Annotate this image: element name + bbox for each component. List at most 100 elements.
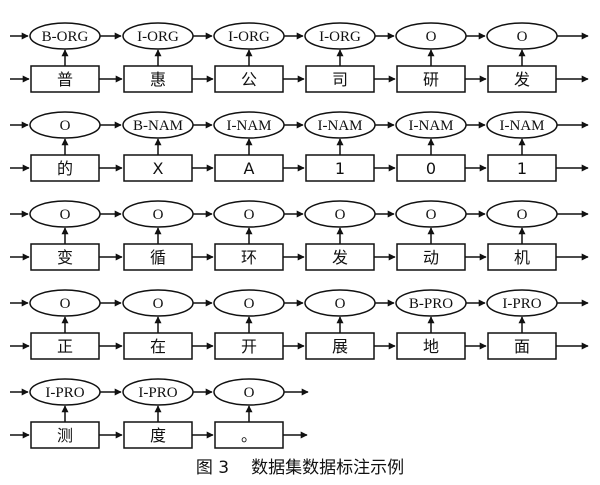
token-box [305,65,375,93]
tag-node [486,289,558,317]
token-label: 司 [332,70,348,89]
tag-label: B-NAM [133,118,183,134]
token-label: 1 [517,159,527,178]
token-box [214,243,284,271]
tag-label: O [244,207,255,223]
token-label: 发 [332,248,348,267]
tag-node [304,200,376,228]
token-box [487,332,557,360]
tag-node [486,111,558,139]
tag-node [122,378,194,406]
tag-label: I-NAM [500,118,545,134]
tag-label: B-ORG [42,29,89,45]
token-label: A [244,159,255,178]
token-box [214,65,284,93]
tag-node [213,200,285,228]
token-label: 环 [241,248,257,267]
tag-node [486,22,558,50]
token-label: 发 [514,70,530,89]
token-label: 度 [150,426,166,445]
tag-node [122,200,194,228]
token-box [123,421,193,449]
token-label: 的 [57,159,73,178]
token-label: X [153,159,164,178]
token-box [396,65,466,93]
token-label: 在 [150,337,166,356]
token-box [396,243,466,271]
tag-label: I-ORG [137,29,179,45]
tag-label: I-ORG [319,29,361,45]
tag-label: I-NAM [318,118,363,134]
token-label: 变 [57,248,73,267]
token-box [30,243,100,271]
token-box [305,154,375,182]
caption-title: 数据集数据标注示例 [251,457,405,478]
annotation-diagram: B-ORG普I-ORG惠I-ORG公I-ORG司O研O发O的B-NAMXI-NA… [10,22,589,449]
tag-node [122,22,194,50]
token-box [214,332,284,360]
tag-label: O [426,207,437,223]
tag-label: O [60,296,71,312]
tag-label: O [335,207,346,223]
tag-node [213,22,285,50]
token-box [123,65,193,93]
tag-node [213,289,285,317]
caption-number: 图 3 [195,457,230,478]
tag-node [29,289,101,317]
token-label: 循 [150,248,166,267]
token-box [30,421,100,449]
token-label: 正 [57,337,73,356]
token-label: 普 [57,70,73,89]
token-box [30,154,100,182]
tag-label: I-NAM [227,118,272,134]
tag-node [29,378,101,406]
tag-label: O [244,296,255,312]
token-label: 。 [241,426,257,445]
tag-label: O [60,207,71,223]
tag-node [122,111,194,139]
tag-label: O [153,207,164,223]
tag-node [304,22,376,50]
token-box [123,154,193,182]
token-box [487,243,557,271]
tag-node [29,200,101,228]
tag-label: B-PRO [409,296,453,312]
token-label: 0 [426,159,436,178]
tag-label: O [426,29,437,45]
tag-node [304,111,376,139]
token-box [30,65,100,93]
token-label: 动 [423,248,439,267]
token-label: 展 [332,337,348,356]
tag-label: I-NAM [409,118,454,134]
tag-label: O [244,385,255,401]
tag-node [29,22,101,50]
token-box [30,332,100,360]
token-box [214,154,284,182]
token-label: 开 [241,337,257,356]
tag-node [486,200,558,228]
tag-node [213,378,285,406]
token-box [123,332,193,360]
token-box [305,332,375,360]
token-box [214,421,284,449]
token-label: 公 [241,70,257,89]
tag-node [395,22,467,50]
token-label: 惠 [150,70,166,89]
tag-node [213,111,285,139]
tag-label: I-PRO [502,296,541,312]
token-label: 研 [423,70,439,89]
token-box [123,243,193,271]
token-label: 面 [514,337,530,356]
token-label: 测 [57,426,73,445]
tag-label: O [517,207,528,223]
tag-node [122,289,194,317]
tag-node [304,289,376,317]
tag-label: I-PRO [138,385,177,401]
figure-caption: 图 3 数据集数据标注示例 [0,452,600,478]
